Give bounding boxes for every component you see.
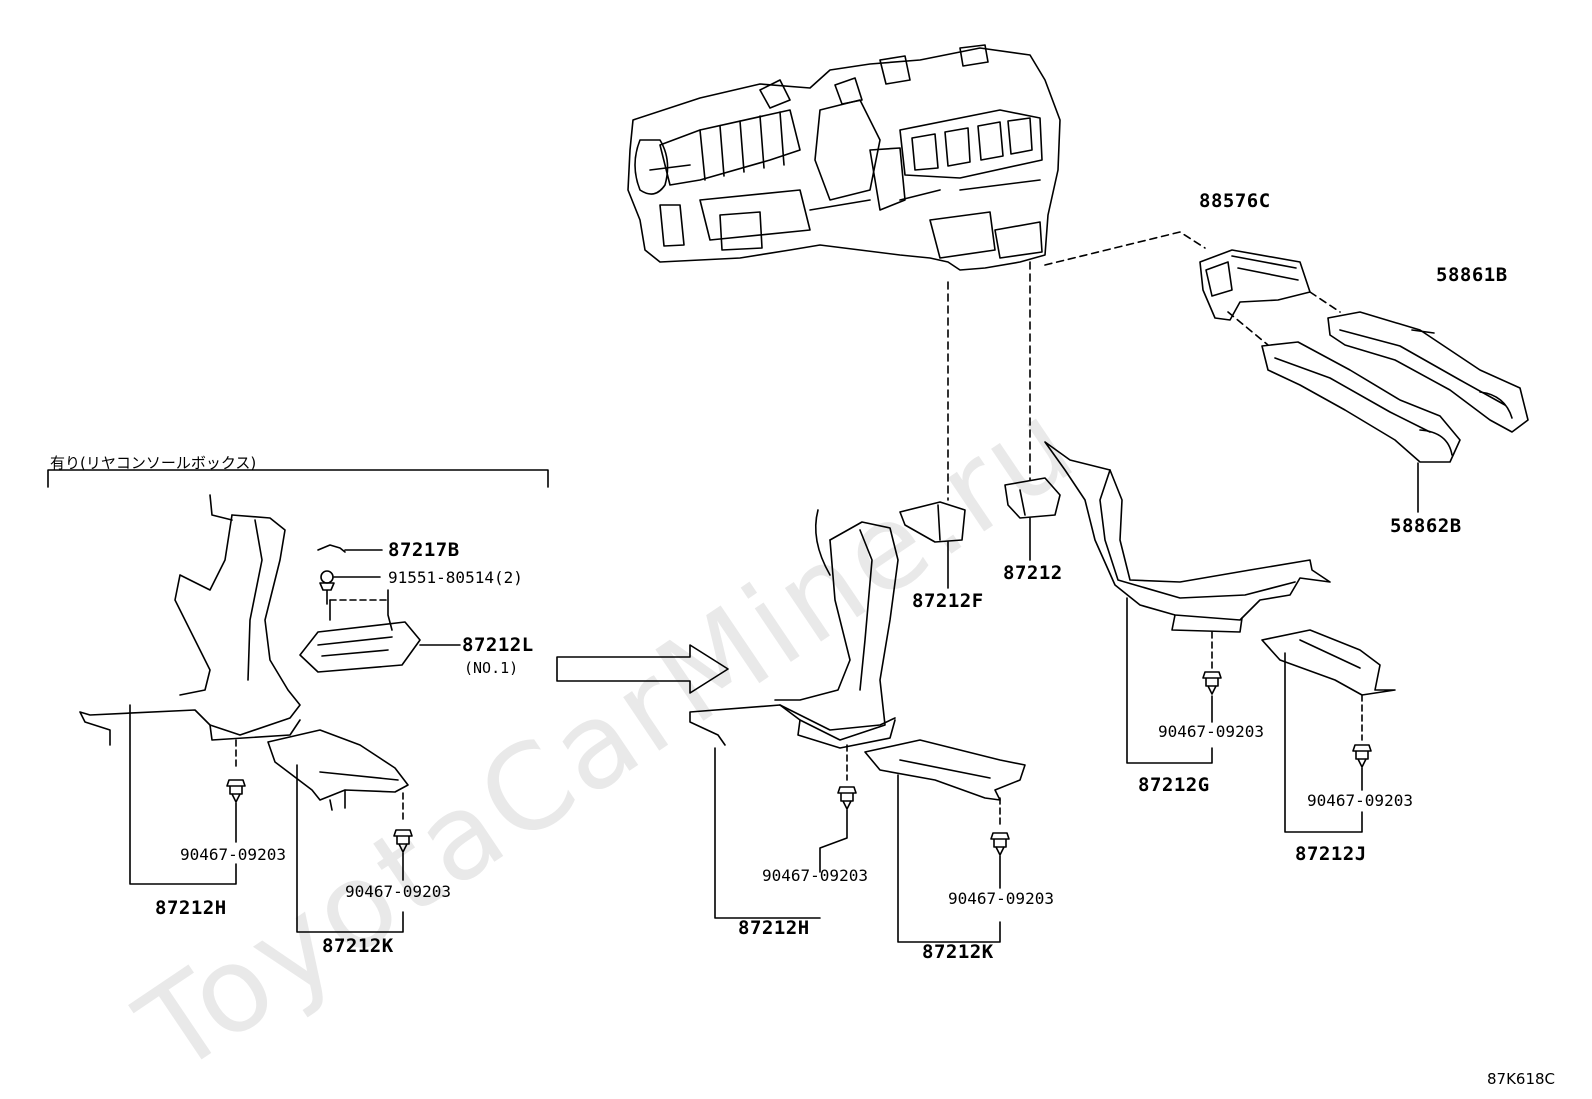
leader-58861B-58862B [1411, 329, 1435, 513]
leader-87212L [329, 589, 461, 646]
label-mid-87212H[interactable]: 87212H [738, 917, 810, 939]
part-87212J-drawing [1261, 629, 1396, 696]
label-right-clip-1[interactable]: 90467-09203 [1158, 722, 1264, 741]
label-mid-clip-1[interactable]: 90467-09203 [762, 866, 868, 885]
part-88576C-drawing [1199, 249, 1311, 321]
transition-arrow [556, 644, 729, 694]
label-left-clip-1[interactable]: 90467-09203 [180, 845, 286, 864]
clip-drawings [226, 671, 1372, 856]
label-87212[interactable]: 87212 [1003, 562, 1063, 584]
part-58862B-drawing [1261, 341, 1461, 463]
label-left-87212H[interactable]: 87212H [155, 897, 227, 919]
part-87212F-drawing [899, 501, 966, 543]
label-88576C[interactable]: 88576C [1199, 190, 1271, 212]
part-87212-drawing [1004, 477, 1061, 519]
part-58861B-drawing [1327, 311, 1529, 433]
part-87217B-drawing [317, 544, 383, 553]
label-58862B[interactable]: 58862B [1390, 515, 1462, 537]
label-left-clip-2[interactable]: 90467-09203 [345, 882, 451, 901]
hvac-unit-assembly [627, 44, 1061, 271]
part-87212K-center-drawing [864, 739, 1026, 801]
dashed-leader-88576C [1227, 291, 1341, 346]
part-87212L-drawing [299, 621, 421, 673]
assembly-brackets [129, 597, 1363, 943]
part-87212K-left-drawing [267, 729, 409, 811]
label-87212J[interactable]: 87212J [1295, 843, 1367, 865]
label-87212L[interactable]: 87212L [462, 634, 534, 656]
condition-bracket [47, 469, 549, 488]
part-87212H-center-drawing [689, 509, 899, 749]
label-left-87212K[interactable]: 87212K [322, 935, 394, 957]
condition-note: 有り(リヤコンソールボックス) [50, 454, 257, 472]
part-87212H-left-drawing [79, 494, 301, 746]
diagram-code: 87K618C [1487, 1070, 1556, 1088]
label-87212G[interactable]: 87212G [1138, 774, 1210, 796]
part-87212G-drawing [1044, 441, 1331, 633]
label-87212F[interactable]: 87212F [912, 590, 984, 612]
label-right-clip-2[interactable]: 90467-09203 [1307, 791, 1413, 810]
label-87212L-no1: (NO.1) [464, 659, 519, 677]
label-mid-clip-2[interactable]: 90467-09203 [948, 889, 1054, 908]
label-87217B[interactable]: 87217B [388, 539, 460, 561]
part-91551-bolt-drawing [319, 570, 381, 605]
label-58861B[interactable]: 58861B [1436, 264, 1508, 286]
label-mid-87212K[interactable]: 87212K [922, 941, 994, 963]
dashed-leader-hvac [947, 231, 1206, 501]
label-91551-80514[interactable]: 91551-80514(2) [388, 568, 523, 587]
